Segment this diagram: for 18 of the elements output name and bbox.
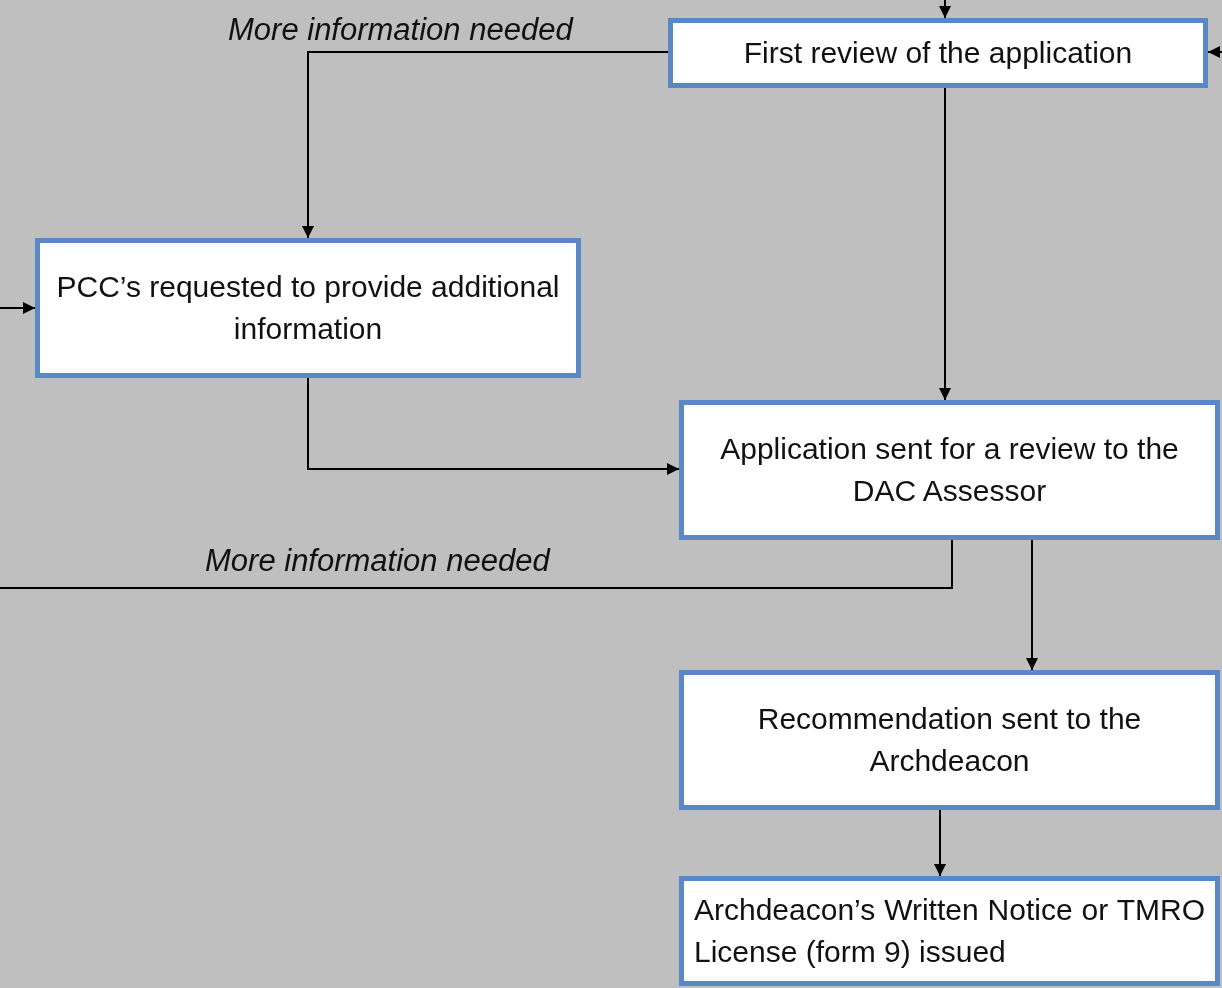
process-box [35, 238, 581, 378]
box-text: Archdeacon’s Written Notice or TMRO License (form 9) issued [694, 892, 1205, 970]
process-box [679, 400, 1220, 540]
box-text: PCC’s requested to provide additional information [55, 269, 561, 347]
process-box [668, 18, 1208, 88]
arrow [0, 302, 36, 314]
process-box [679, 876, 1220, 986]
box-text: First review of the application [743, 35, 1133, 71]
process-box [679, 670, 1220, 810]
arrow [939, 0, 951, 19]
arrow [1207, 46, 1222, 58]
arrow [302, 51, 669, 239]
arrow [1026, 539, 1038, 671]
arrow [934, 809, 946, 877]
arrow [307, 377, 680, 475]
arrow [939, 87, 951, 401]
box-text: Application sent for a review to the DAC Assessor [719, 431, 1180, 509]
box-text: Recommendation sent to the Archdeacon [756, 701, 1143, 779]
